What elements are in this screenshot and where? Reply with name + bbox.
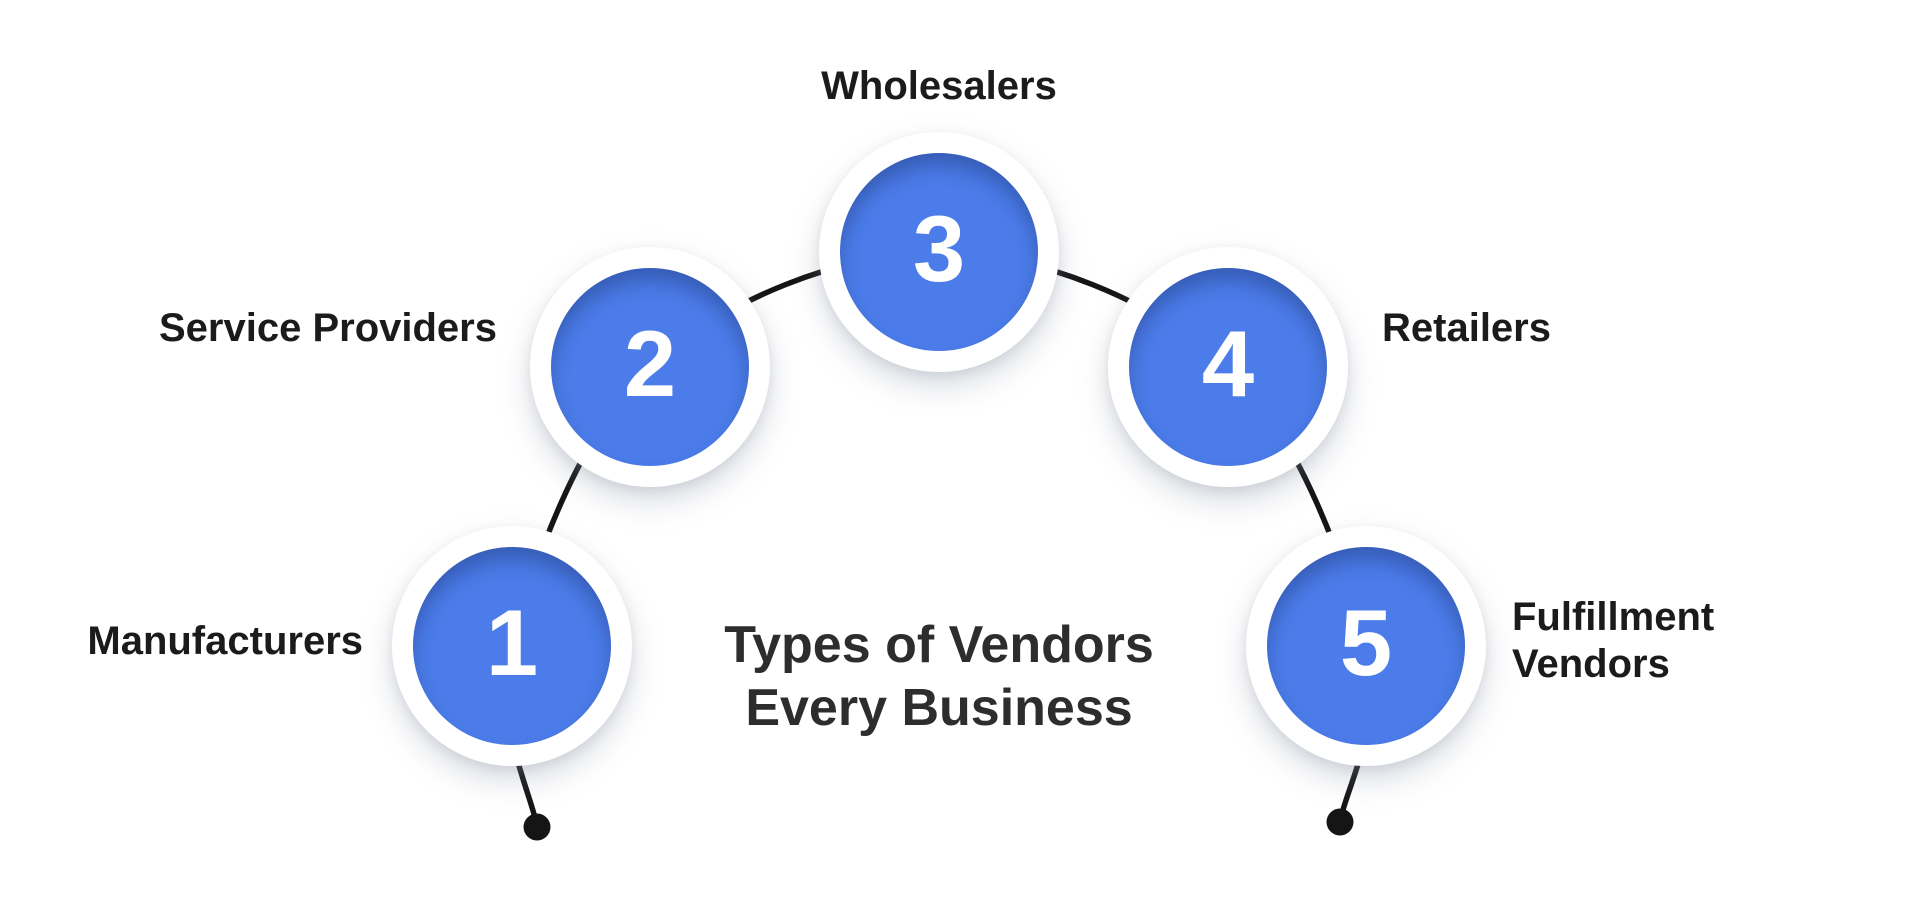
node-label-fulfillment-vendors: Fulfillment Vendors <box>1512 595 1715 686</box>
node-number-3: 3 <box>912 196 966 301</box>
node-circle-2: 2 <box>530 247 770 487</box>
arc-end-dot-right <box>1326 808 1354 836</box>
arc-end-dot-left <box>523 813 551 841</box>
node-number-4: 4 <box>1201 311 1255 416</box>
node-circle-3-fill: 3 <box>840 153 1038 351</box>
node-number-2: 2 <box>623 311 677 416</box>
diagram-title-line1: Types of Vendors <box>724 616 1154 674</box>
node-circle-5: 5 <box>1246 526 1486 766</box>
node-label-manufacturers: Manufacturers <box>87 619 363 663</box>
node-circle-5-fill: 5 <box>1267 547 1465 745</box>
node-circle-2-fill: 2 <box>551 268 749 466</box>
node-circle-3: 3 <box>819 132 1059 372</box>
node-label-service-providers: Service Providers <box>159 306 497 350</box>
node-circle-4: 4 <box>1108 247 1348 487</box>
node-circle-1: 1 <box>392 526 632 766</box>
node-number-1: 1 <box>485 590 539 695</box>
node-number-5: 5 <box>1339 590 1393 695</box>
diagram-title: Types of Vendors Every Business <box>724 614 1154 740</box>
diagram-title-line2: Every Business <box>745 679 1133 737</box>
node-circle-4-fill: 4 <box>1129 268 1327 466</box>
node-circle-1-fill: 1 <box>413 547 611 745</box>
node-label-wholesalers: Wholesalers <box>821 64 1057 108</box>
node-label-retailers: Retailers <box>1382 306 1551 350</box>
